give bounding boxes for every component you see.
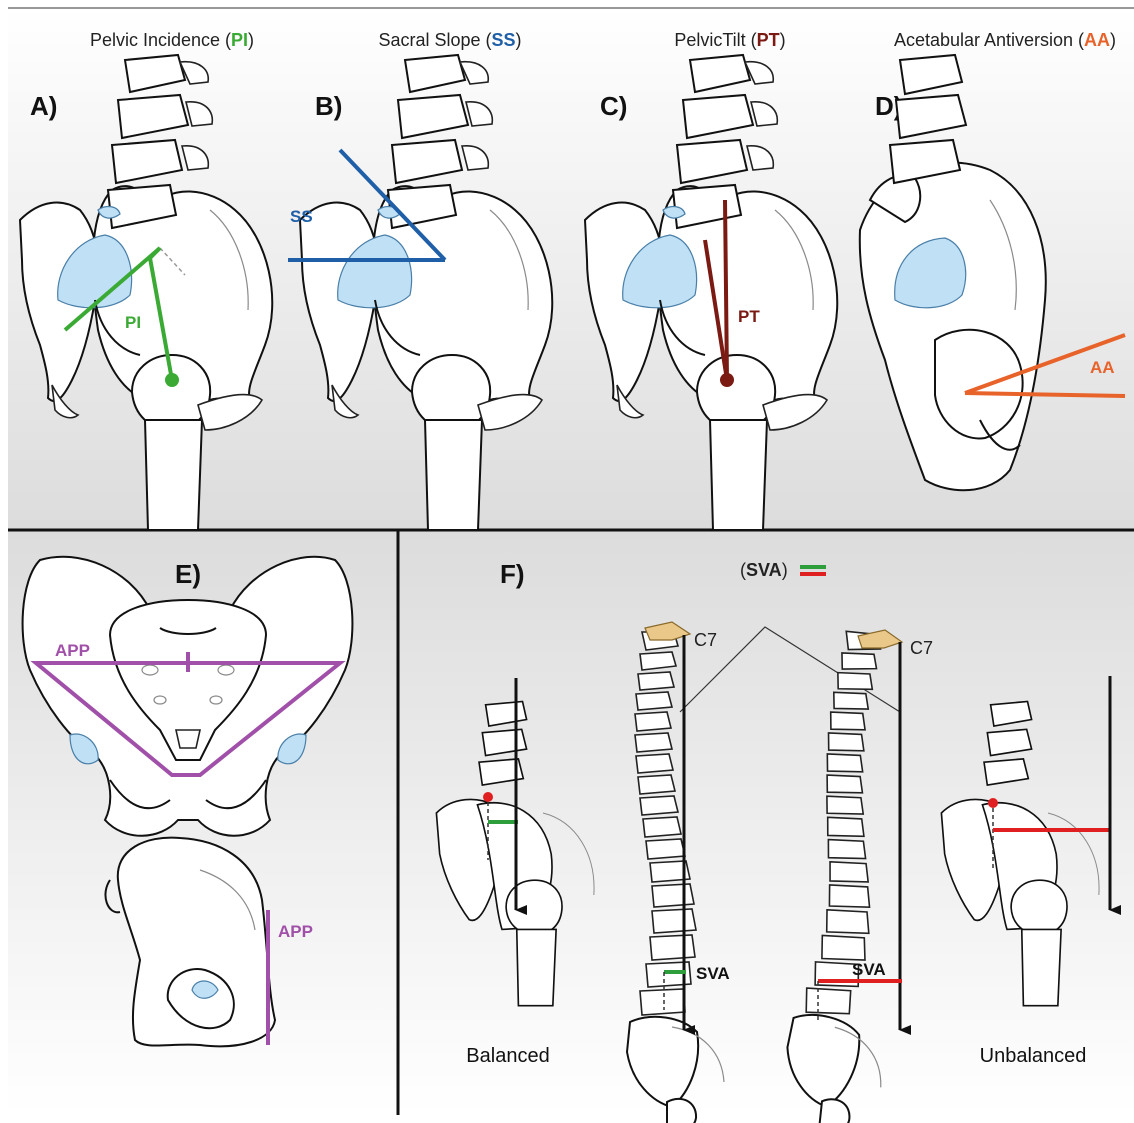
ss-label: SS [290,207,313,226]
left-c7-label: C7 [694,630,717,650]
app-label-top: APP [55,641,90,660]
left-sva-label: SVA [696,964,730,983]
panel-b-title: Sacral Slope (SS) [378,30,521,50]
pt-label: PT [738,307,760,326]
aa-label: AA [1090,358,1115,377]
panel-e-letter: E) [175,559,201,589]
pi-hip-center-dot [165,373,179,387]
app-label-bottom: APP [278,922,313,941]
panel-c-letter: C) [600,91,627,121]
balanced-sacral-dot [483,792,493,802]
pt-hip-center-dot [720,373,734,387]
balanced-label: Balanced [466,1045,549,1067]
panel-f-letter: F) [500,559,525,589]
panel-c-title: PelvicTilt (PT) [674,30,785,50]
panel-a-letter: A) [30,91,57,121]
panel-b-letter: B) [315,91,342,121]
pt-vertical-line [725,200,727,380]
right-sva-label: SVA [852,960,886,979]
panel-d-title: Acetabular Antiversion (AA) [894,30,1116,50]
sva-legend-text: (SVA) [740,560,788,580]
unbalanced-label: Unbalanced [980,1045,1087,1067]
unbalanced-sacral-dot [988,798,998,808]
pi-label: PI [125,313,141,332]
right-c7-label: C7 [910,638,933,658]
panel-a-title: Pelvic Incidence (PI) [90,30,254,50]
